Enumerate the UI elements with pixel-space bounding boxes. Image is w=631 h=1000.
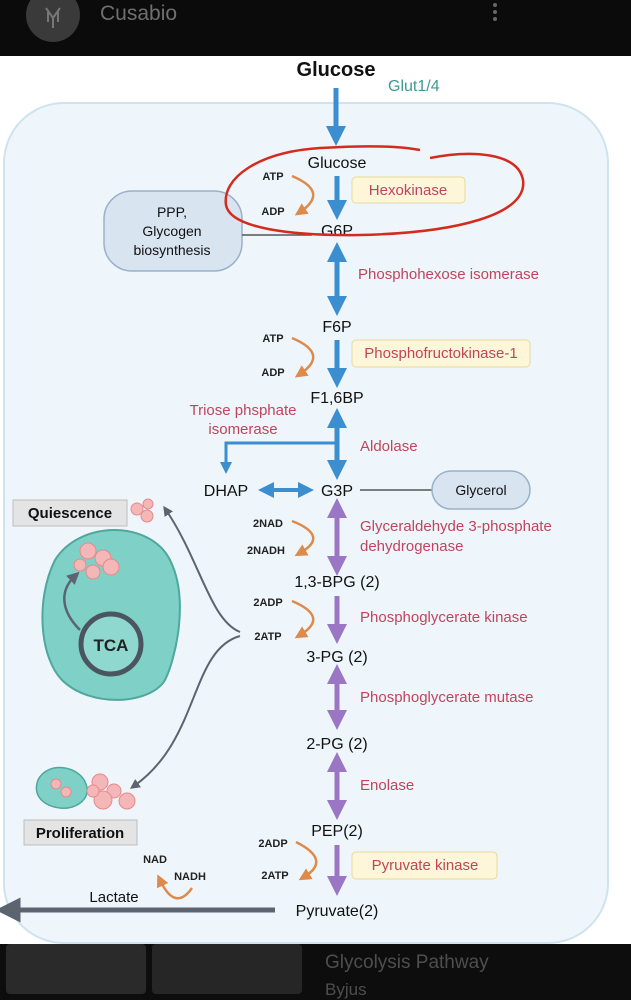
red-annotation-circle <box>224 145 525 237</box>
pk-box <box>351 851 498 880</box>
tca-ring <box>78 611 144 677</box>
app-title: Cusabio <box>100 2 178 25</box>
cell-membrane <box>3 102 609 944</box>
nad-nadh-curve <box>156 874 194 900</box>
atp-label-4: 2ATP <box>261 870 288 882</box>
tca-arrow <box>63 571 81 631</box>
pg2-label: 2-PG (2) <box>306 736 367 753</box>
atp-label-2: ATP <box>262 333 283 345</box>
tpi-label-1: Triose phsphate <box>189 402 296 419</box>
enolase-label: Enolase <box>360 777 414 794</box>
atp-label-3: 2ATP <box>254 631 281 643</box>
bottom-related-bar: Glycolysis Pathway Byjus <box>0 944 631 1000</box>
f6p-label: F6P <box>322 319 351 336</box>
proliferation-cell <box>35 766 88 809</box>
g6p-label: G6P <box>321 223 353 240</box>
adp-label-1: ADP <box>261 206 284 218</box>
glycerol-label: Glycerol <box>455 482 506 498</box>
pyruvate-label: Pyruvate(2) <box>296 903 379 920</box>
nad-curve <box>291 519 315 557</box>
related-caption-source: Byjus <box>325 980 367 999</box>
pgm-label: Phosphoglycerate mutase <box>360 689 533 706</box>
dhap-branch-arrow <box>220 441 337 474</box>
pg3-label: 3-PG (2) <box>306 649 367 666</box>
proliferation-box <box>23 819 138 846</box>
more-vert-icon[interactable] <box>488 0 502 30</box>
hexokinase-label: Hexokinase <box>369 182 447 199</box>
ppp-line-2: Glycogen <box>142 223 201 239</box>
glucose-outside-label: Glucose <box>297 59 376 81</box>
quiescence-box <box>12 499 128 527</box>
glycolysis-diagram: Glucose Glut1/4 Glucose ATP ADP Hexokina… <box>0 59 609 944</box>
adp-atp-curve-4 <box>295 840 318 881</box>
glut-label: Glut1/4 <box>388 78 440 95</box>
gapdh-label-2: dehydrogenase <box>360 538 463 555</box>
nad-label: NAD <box>143 854 167 866</box>
pgk-label: Phosphoglycerate kinase <box>360 609 528 626</box>
cusabio-logo-icon[interactable] <box>26 0 80 42</box>
atp-adp-curve-2 <box>291 336 315 378</box>
pfk-box <box>351 339 531 368</box>
dhap-label: DHAP <box>204 483 248 500</box>
phi-label: Phosphohexose isomerase <box>358 266 539 283</box>
related-thumbnail-1[interactable] <box>6 944 146 994</box>
nadh-label-2: 2NADH <box>247 545 285 557</box>
g3p-label: G3P <box>321 483 353 500</box>
adp-label-4: 2ADP <box>258 838 287 850</box>
atp-label-1: ATP <box>262 171 283 183</box>
ppp-line-3: biosynthesis <box>133 242 210 258</box>
pep-label: PEP(2) <box>311 823 363 840</box>
ppp-line-1: PPP, <box>157 204 187 220</box>
ppp-box <box>103 190 243 272</box>
related-thumbnail-2[interactable] <box>152 944 302 994</box>
related-caption-title[interactable]: Glycolysis Pathway <box>325 952 489 973</box>
atp-to-quiescence-arrow <box>163 505 241 633</box>
atp-to-proliferation-arrow <box>129 635 241 789</box>
adp-atp-curve-3 <box>291 599 315 639</box>
adp-label-3: 2ADP <box>253 597 282 609</box>
pfk-label: Phosphofructokinase-1 <box>364 345 517 362</box>
top-app-bar: Cusabio <box>0 0 631 56</box>
hexokinase-box <box>351 176 466 204</box>
nadh-label: NADH <box>174 871 206 883</box>
aldolase-label: Aldolase <box>360 438 418 455</box>
tpi-label-2: isomerase <box>208 421 277 438</box>
tca-label: TCA <box>94 636 129 655</box>
pk-label: Pyruvate kinase <box>372 857 479 874</box>
glucose-label: Glucose <box>308 155 367 172</box>
proliferation-label: Proliferation <box>36 825 124 842</box>
atp-adp-curve-1 <box>291 174 315 216</box>
bpg13-label: 1,3-BPG (2) <box>294 574 379 591</box>
adp-label-2: ADP <box>261 367 284 379</box>
gapdh-label-1: Glyceraldehyde 3-phosphate <box>360 518 552 535</box>
glycerol-box <box>431 470 531 510</box>
nad-label-2: 2NAD <box>253 518 283 530</box>
f16bp-label: F1,6BP <box>310 390 363 407</box>
image-viewer[interactable]: Glucose Glut1/4 Glucose ATP ADP Hexokina… <box>0 56 631 944</box>
lactate-label: Lactate <box>89 889 138 906</box>
quiescence-label: Quiescence <box>28 505 112 522</box>
